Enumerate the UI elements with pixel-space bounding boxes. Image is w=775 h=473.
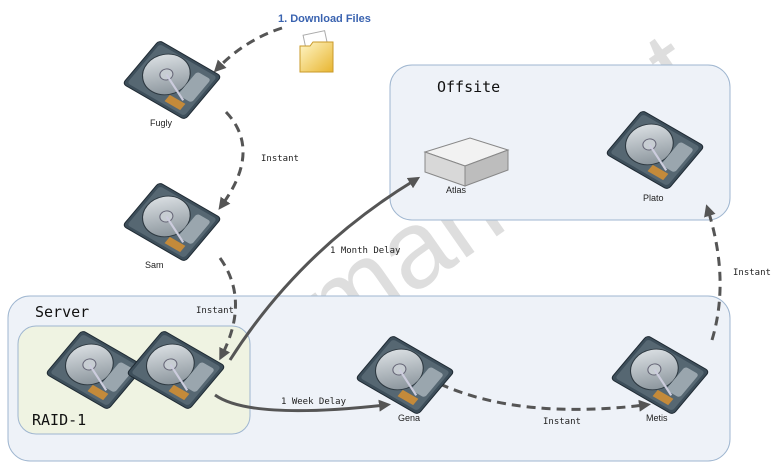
- drive-label: Atlas: [446, 185, 467, 195]
- arrow-metis-plato: [704, 204, 722, 341]
- arrow-raid-gena: [214, 393, 391, 413]
- drive-sam: Sam: [121, 181, 223, 270]
- drive-metis: Metis: [609, 334, 711, 423]
- drive-gena: Gena: [354, 334, 456, 423]
- link-label-metis-plato: Instant: [733, 268, 771, 278]
- arrow-download-fugly: [213, 26, 283, 73]
- raid-title: RAID-1: [32, 411, 86, 429]
- drive-label: Gena: [398, 413, 420, 423]
- drive-atlas: Atlas: [423, 137, 510, 195]
- drive-label: Fugly: [150, 118, 173, 128]
- link-label-fugly-sam: Instant: [261, 154, 299, 164]
- link-label-gena-metis: Instant: [543, 417, 581, 427]
- drive-label: Sam: [145, 260, 164, 270]
- server-title: Server: [35, 303, 89, 321]
- arrow-gena-metis: [439, 382, 651, 412]
- drive-plato: Plato: [604, 109, 706, 203]
- folder-icon: [299, 30, 334, 73]
- drive-label: Metis: [646, 413, 668, 423]
- drive-fugly: Fugly: [121, 39, 223, 128]
- link-label-raid-atlas: 1 Month Delay: [330, 246, 401, 256]
- download-files-label: 1. Download Files: [278, 13, 371, 25]
- link-label-raid-gena: 1 Week Delay: [281, 397, 347, 407]
- offsite-title: Offsite: [437, 78, 500, 96]
- arrow-fugly-sam: [218, 110, 245, 210]
- hard-drive-icon: [121, 181, 223, 263]
- hard-drive-icon: [121, 39, 223, 121]
- arrow-sam-raid: [218, 257, 237, 361]
- external-drive-icon: [423, 137, 510, 187]
- arrow-raid-atlas: [228, 176, 421, 361]
- link-label-sam-raid: Instant: [196, 306, 234, 316]
- drive-label: Plato: [643, 193, 664, 203]
